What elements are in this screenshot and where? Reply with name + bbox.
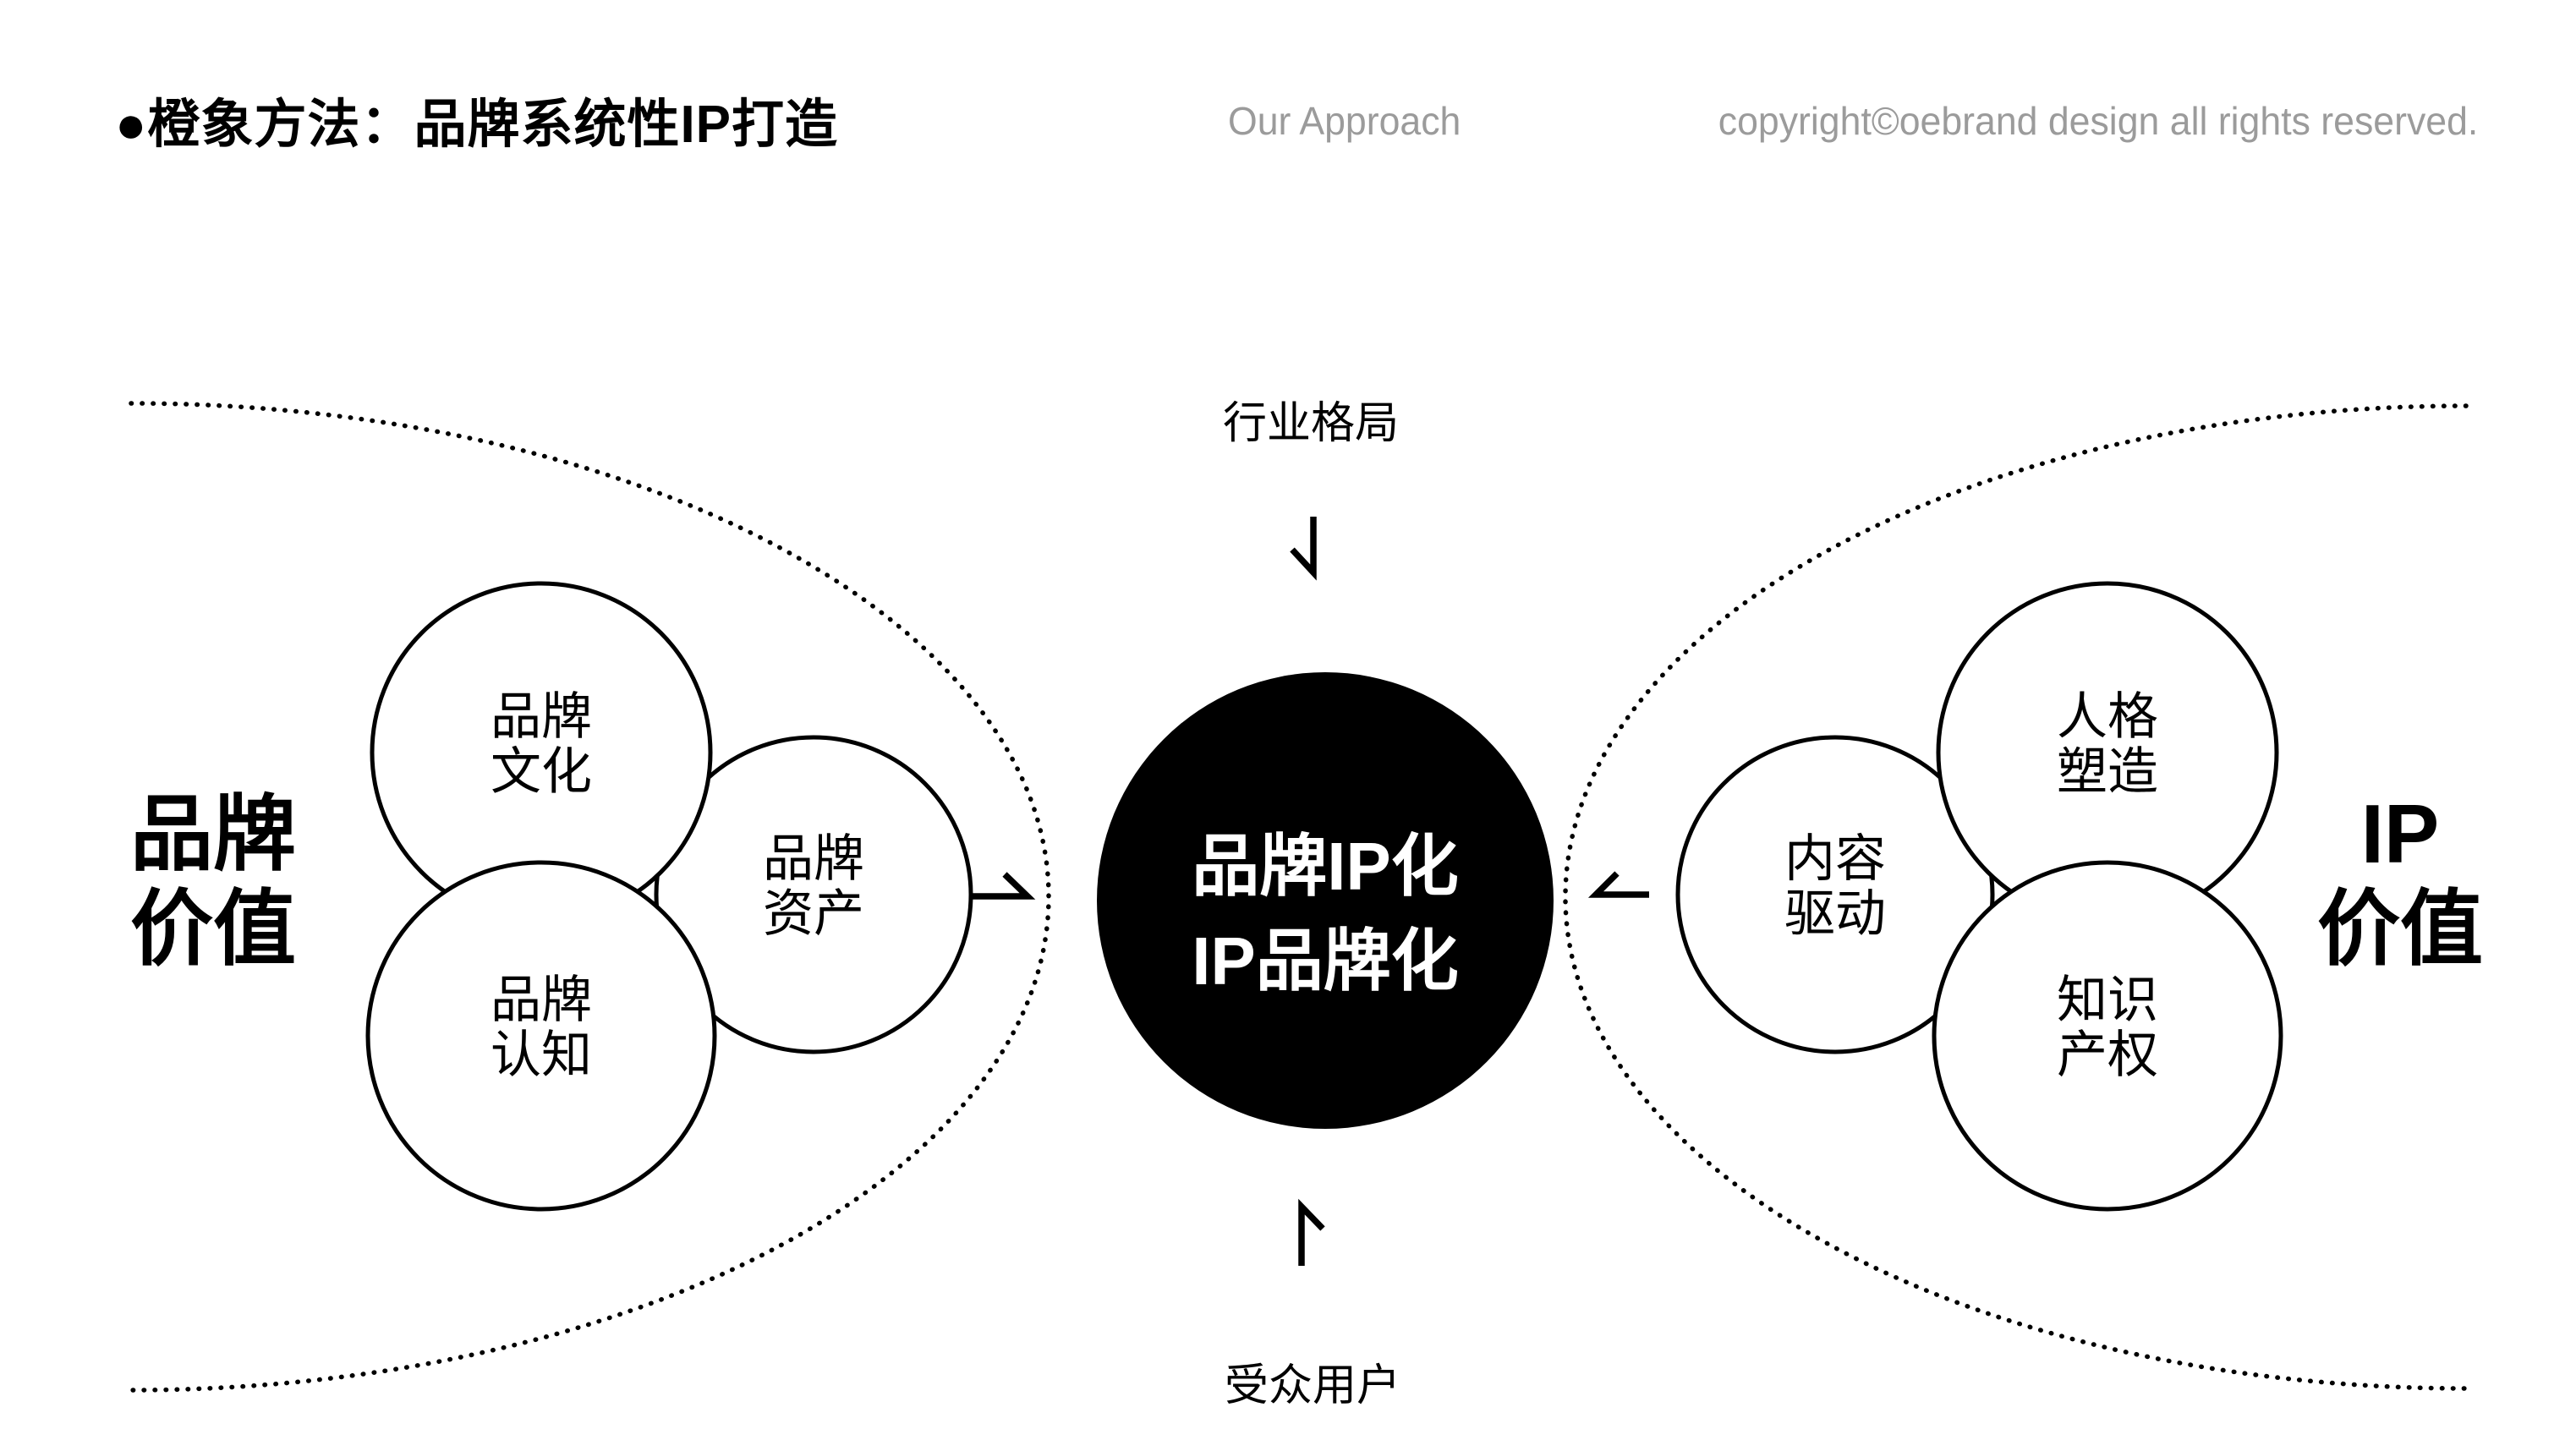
content-driven-line1: 内容 bbox=[1784, 830, 1886, 887]
industry-landscape-label: 行业格局 bbox=[1223, 399, 1399, 448]
persona-shaping-line2: 塑造 bbox=[2057, 743, 2158, 800]
copyright-text: copyright©oebrand design all rights rese… bbox=[1718, 99, 2478, 143]
circle-brand-cognition: 品牌 认知 bbox=[365, 860, 717, 1212]
brand-assets-circle-shape bbox=[654, 735, 973, 1054]
brand-cognition-line1: 品牌 bbox=[491, 972, 592, 1028]
brand-cognition-line2: 认知 bbox=[491, 1027, 592, 1083]
content-driven-line2: 驱动 bbox=[1784, 885, 1886, 942]
brand-culture-line2: 文化 bbox=[491, 743, 592, 800]
brand-cognition-circle-shape bbox=[365, 860, 717, 1212]
arrow-down-icon bbox=[1290, 517, 1317, 581]
circle-content-driven: 内容 驱动 bbox=[1675, 735, 1995, 1054]
intellectual-property-line1: 知识 bbox=[2057, 972, 2158, 1028]
brand-assets-line1: 品牌 bbox=[763, 830, 864, 887]
section-label: Our Approach bbox=[1228, 99, 1461, 143]
ip-value-label: IP 价值 bbox=[2317, 787, 2483, 975]
ip-value-line2: 价值 bbox=[2317, 882, 2483, 975]
circle-brand-assets: 品牌 资产 bbox=[654, 735, 973, 1054]
persona-shaping-line1: 人格 bbox=[2057, 688, 2158, 745]
center-hub: 品牌IP化 IP品牌化 bbox=[1097, 672, 1554, 1129]
brand-value-line1: 品牌 bbox=[130, 787, 296, 880]
intellectual-property-circle-shape bbox=[1932, 860, 2283, 1212]
right-dotted-arc bbox=[1563, 403, 2469, 1391]
arrow-left-icon bbox=[1587, 871, 1649, 898]
intellectual-property-line2: 产权 bbox=[2057, 1027, 2158, 1083]
center-hub-line1: 品牌IP化 bbox=[1192, 829, 1459, 904]
brand-value-label: 品牌 价值 bbox=[130, 787, 296, 975]
left-dotted-arc bbox=[129, 401, 1051, 1393]
center-hub-circle-shape bbox=[1097, 672, 1554, 1129]
brand-culture-line1: 品牌 bbox=[491, 688, 592, 745]
brand-assets-line2: 资产 bbox=[763, 885, 864, 942]
ip-value-line1: IP bbox=[2361, 787, 2440, 880]
arrow-right-icon bbox=[973, 872, 1036, 900]
content-driven-circle-shape bbox=[1675, 735, 1995, 1054]
audience-users-label: 受众用户 bbox=[1225, 1361, 1400, 1410]
arrow-up-icon bbox=[1298, 1198, 1325, 1266]
brand-value-line2: 价值 bbox=[130, 882, 296, 975]
center-hub-line2: IP品牌化 bbox=[1192, 923, 1459, 999]
circle-persona-shaping: 人格 塑造 bbox=[1936, 581, 2279, 924]
circle-intellectual-property: 知识 产权 bbox=[1932, 860, 2283, 1212]
page-title: ●橙象方法：品牌系统性IP打造 bbox=[115, 96, 839, 154]
